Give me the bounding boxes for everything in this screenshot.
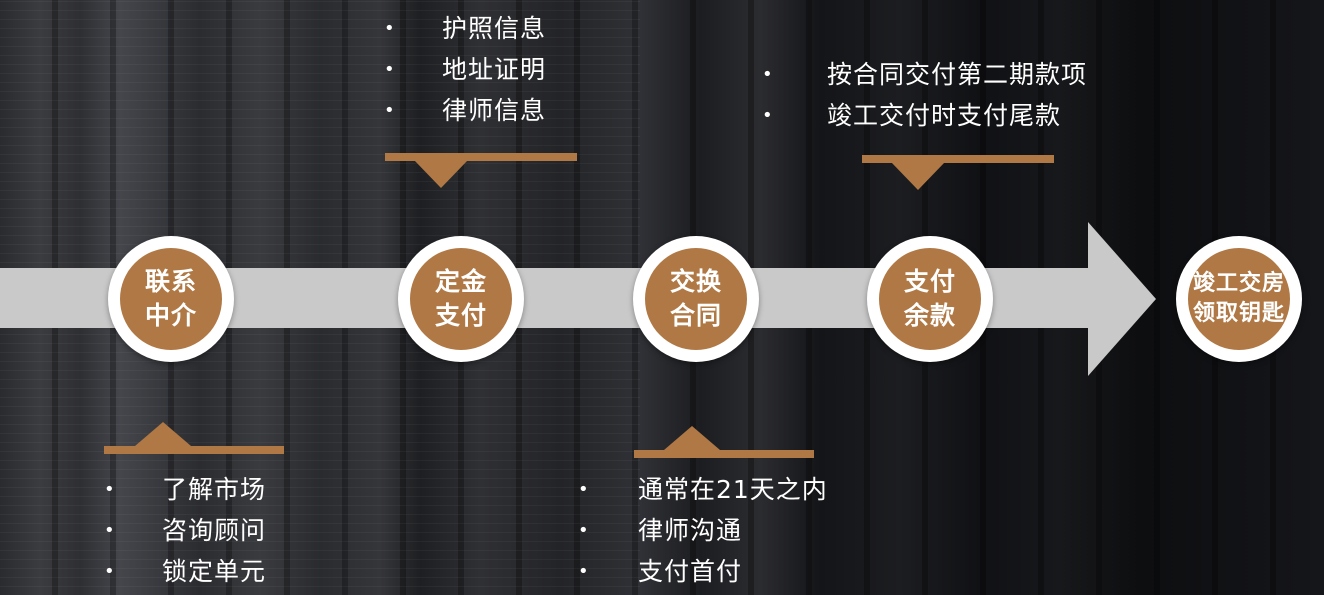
list-item-text: 支付首付 [638,557,743,586]
bullet-icon: • [762,64,774,85]
step-label-line1: 支付 [903,267,956,296]
bullet-icon: • [578,520,590,541]
step-label-line2: 支付 [434,301,487,330]
step-label-line1: 定金 [434,267,487,296]
step-label-line2: 余款 [903,301,956,330]
step4-connector-pointer [891,162,945,190]
bullet-icon: • [578,561,590,582]
step-deposit-payment: 定金 支付 [398,236,524,362]
bullet-icon: • [762,105,774,126]
list-item-text: 了解市场 [162,475,267,504]
step-label-line1: 竣工交房 [1192,271,1285,296]
list-item-text: 护照信息 [442,14,547,43]
step-exchange-contract-inner: 交换 合同 [645,248,747,350]
step1-connector-bar [104,446,284,454]
step-label-line1: 联系 [144,267,197,296]
bullet-icon: • [104,479,116,500]
list-item-text: 律师信息 [442,96,547,125]
step-label-line2: 领取钥匙 [1192,301,1285,326]
step-pay-balance-inner: 支付 余款 [879,248,981,350]
step-pay-balance: 支付 余款 [867,236,993,362]
step3-connector-bar [634,450,814,458]
step2-connector-pointer [414,160,468,188]
list-item-text: 咨询顾问 [162,516,267,545]
step1-connector-pointer [135,422,191,446]
bullet-icon: • [384,18,396,39]
step2-connector-bar [385,153,577,161]
list-item-text: 按合同交付第二期款项 [827,60,1088,89]
timeline-arrow-head [1088,222,1156,376]
list-item-text: 地址证明 [442,55,547,84]
bullet-icon: • [104,520,116,541]
list-item-text: 律师沟通 [638,516,743,545]
step-deposit-payment-inner: 定金 支付 [410,248,512,350]
step3-connector-pointer [664,426,720,450]
bullet-icon: • [578,479,590,500]
list-item-text: 通常在21天之内 [638,475,828,504]
step-handover-keys-inner: 竣工交房 领取钥匙 [1188,248,1290,350]
step-contact-agent-inner: 联系 中介 [120,248,222,350]
step-handover-keys: 竣工交房 领取钥匙 [1176,236,1302,362]
step-contact-agent: 联系 中介 [108,236,234,362]
step-exchange-contract: 交换 合同 [633,236,759,362]
list-item-text: 锁定单元 [162,557,267,586]
step-label-line2: 合同 [669,301,722,330]
step-label-line2: 中介 [144,301,197,330]
bullet-icon: • [384,100,396,121]
step-label-line1: 交换 [669,267,722,296]
bullet-icon: • [384,59,396,80]
step4-connector-bar [862,155,1054,163]
list-item-text: 竣工交付时支付尾款 [827,101,1062,130]
bullet-icon: • [104,561,116,582]
